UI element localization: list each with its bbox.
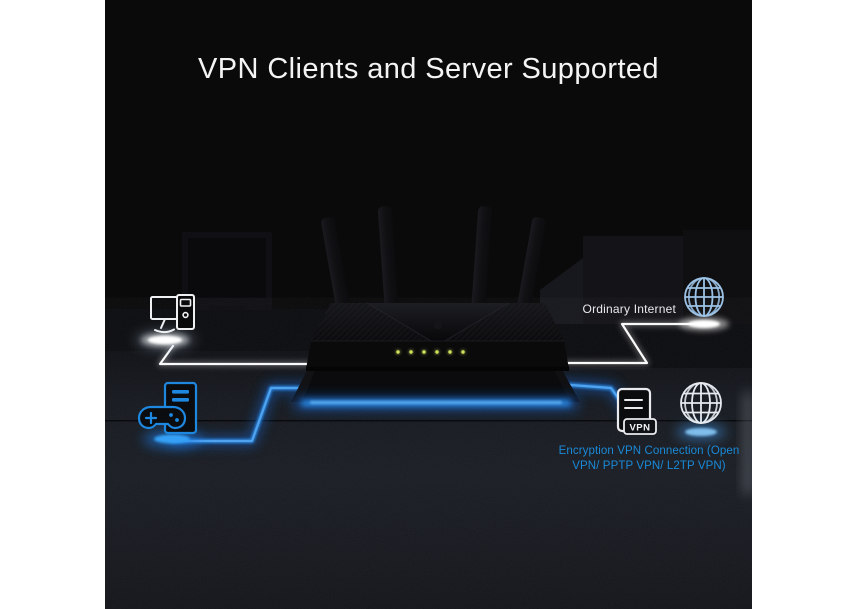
router-antenna [471,206,493,315]
gaming-pc-icon [137,381,198,435]
router-antennas [321,206,546,321]
connection-line-white-right [559,321,695,366]
router-antenna [515,217,546,321]
desktop-computer-icon [150,294,195,334]
glow-pad-white-right [679,317,729,331]
router-led [409,350,413,354]
vpn-caption-line1: Encryption VPN Connection (Open [558,445,740,457]
router-led [422,350,426,354]
vpn-caption: Encryption VPN Connection (Open VPN/ PPT… [534,444,752,474]
scene-artwork: VPN [105,206,752,609]
page-title: VPN Clients and Server Supported [198,53,659,85]
product-image: VPN VPN Clients and Server Supported Ord… [105,0,752,609]
router-led [435,350,439,354]
connection-line-blue-left [167,383,314,446]
globe-icon-bottom [680,382,722,424]
router-antenna [377,206,399,315]
router-led [448,350,452,354]
router-led [396,350,400,354]
glow-pad-blue-right [676,424,726,440]
glow-pad-white-left [135,330,195,350]
router [306,206,569,371]
vpn-caption-line2: VPN/ PPTP VPN/ L2TP VPN) [572,460,726,472]
globe-icon-top [684,277,724,317]
router-led [461,350,465,354]
platform-glow [293,397,579,410]
connection-line-white-left [157,343,314,367]
ordinary-internet-label: Ordinary Internet [582,302,676,316]
light-streak [744,392,752,494]
vpn-server-icon: VPN [616,387,657,435]
router-antenna [321,217,352,321]
vpn-badge [623,418,657,435]
router-logo [433,320,443,330]
router-led-strip [396,350,465,354]
floor-seam [105,420,752,422]
glow-pad-blue-left [143,430,201,448]
router-platform [291,360,580,402]
vpn-badge-label: VPN [629,423,650,434]
